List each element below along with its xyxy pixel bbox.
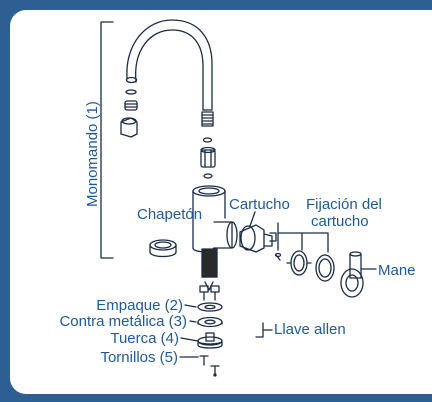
chapeton-part xyxy=(149,239,177,258)
tornillos-parts xyxy=(199,355,220,377)
cartucho-label: Cartucho xyxy=(229,196,290,213)
upper-nut xyxy=(200,146,216,179)
handle-part xyxy=(340,251,377,298)
fijacion-leader xyxy=(277,222,329,253)
chapeton-label: Chapetón xyxy=(137,206,202,223)
cartridge-part xyxy=(239,224,277,253)
empaque-label: Empaque (2) xyxy=(96,297,183,314)
fijacion-parts xyxy=(274,250,335,282)
fijacion-label-line1: Fijación del xyxy=(306,196,382,213)
monomando-bracket xyxy=(100,21,114,259)
threaded-stem xyxy=(201,248,218,291)
faucet-body xyxy=(192,185,238,253)
faucet-spout xyxy=(125,19,214,143)
diagram-panel xyxy=(10,10,432,394)
fijacion-label-line2: cartucho xyxy=(311,213,369,230)
leader-tuerca xyxy=(180,337,199,342)
tuerca-label: Tuerca (4) xyxy=(110,330,179,347)
llave-allen-icon xyxy=(255,322,273,338)
leader-cartucho xyxy=(249,211,256,227)
hose-fittings xyxy=(199,285,220,301)
empaque-part xyxy=(197,302,223,312)
aerator-parts xyxy=(120,89,138,138)
leader-empaque xyxy=(184,304,197,308)
manija-label: Mane xyxy=(378,262,416,279)
tornillos-label: Tornillos (5) xyxy=(100,349,178,366)
contra-metalica-part xyxy=(197,316,223,328)
monomando-label: Monomando (1) xyxy=(84,101,101,207)
leader-contra xyxy=(189,320,197,323)
contra-metalica-label: Contra metálica (3) xyxy=(59,313,187,330)
llave-allen-label: Llave allen xyxy=(274,321,346,338)
tuerca-part xyxy=(197,332,223,349)
